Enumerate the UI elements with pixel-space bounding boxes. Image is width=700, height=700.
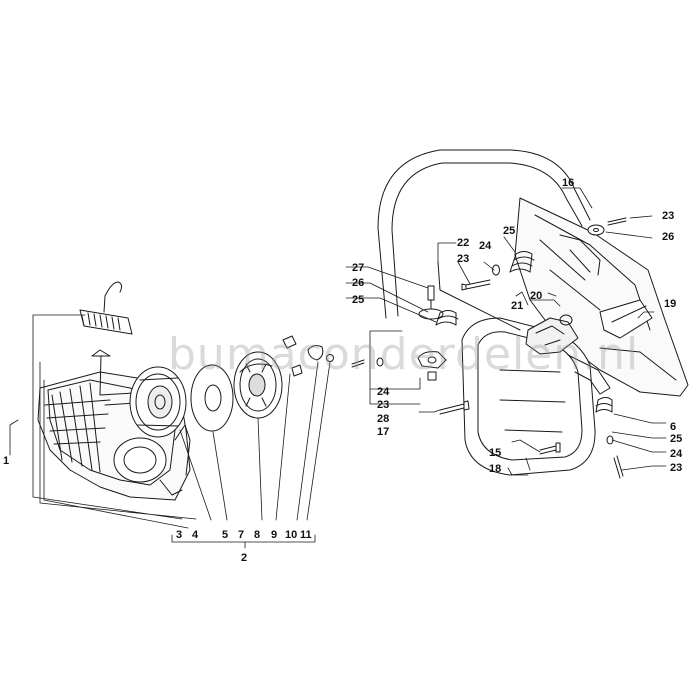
- rope-pulley: [129, 366, 187, 438]
- callout-28: 28: [377, 413, 390, 425]
- callout-6: 6: [670, 421, 677, 433]
- callout-25-lower: 25: [670, 433, 683, 445]
- callout-21: 21: [511, 300, 524, 312]
- hand-guard: [377, 149, 689, 397]
- callout-3: 3: [176, 529, 183, 541]
- callout-4: 4: [192, 529, 199, 541]
- callout-23-upper: 23: [457, 253, 470, 265]
- callout-20: 20: [530, 290, 543, 302]
- callout-18: 18: [489, 463, 502, 475]
- callout-26-top-right: 26: [662, 231, 675, 243]
- callout-11: 11: [300, 529, 312, 541]
- callout-16: 16: [562, 177, 575, 189]
- callout-1: 1: [3, 455, 10, 467]
- callout-25-upper: 25: [503, 225, 516, 237]
- callout-10: 10: [285, 529, 298, 541]
- brake-side-plate: [461, 317, 596, 476]
- callout-7: 7: [238, 529, 245, 541]
- callout-23-lower: 23: [670, 462, 683, 474]
- callout-26-left: 26: [352, 277, 365, 289]
- callout-5: 5: [222, 529, 229, 541]
- callout-25-left: 25: [352, 294, 365, 306]
- pawl-parts: [282, 335, 334, 377]
- watermark: bumaconderdelen.nl: [168, 329, 640, 380]
- callout-23-top-right: 23: [662, 210, 675, 222]
- callout-2: 2: [241, 552, 248, 564]
- callout-8: 8: [254, 529, 261, 541]
- springs-and-bolts: [351, 217, 627, 479]
- callout-22: 22: [457, 237, 470, 249]
- callout-24-left: 24: [377, 386, 390, 398]
- callout-24-upper: 24: [479, 240, 492, 252]
- callout-19: 19: [664, 298, 677, 310]
- recoil-spring-disc: [190, 364, 234, 432]
- callout-15: 15: [489, 447, 502, 459]
- leader-lines: [9, 187, 667, 549]
- callout-17: 17: [377, 426, 390, 438]
- starter-handle-rope: [79, 281, 133, 396]
- callout-9: 9: [271, 529, 278, 541]
- brake-lever: [525, 314, 611, 395]
- callout-27: 27: [352, 262, 365, 274]
- callout-23-left: 23: [377, 399, 390, 411]
- starter-flywheel-cup: [233, 351, 283, 419]
- callout-24-lower: 24: [670, 448, 683, 460]
